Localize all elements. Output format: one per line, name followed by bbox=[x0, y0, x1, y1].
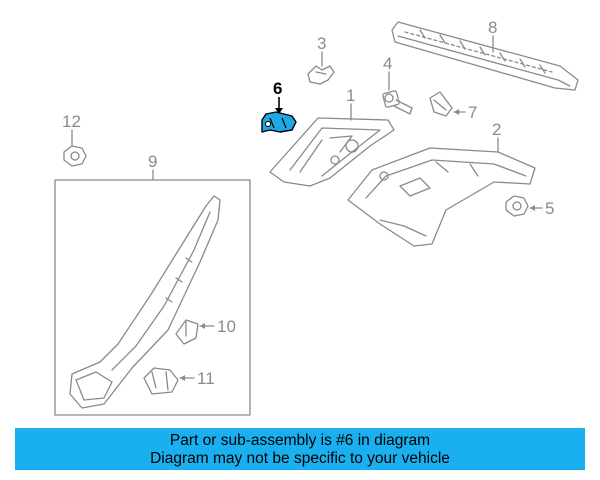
info-banner: Part or sub-assembly is #6 in diagram Di… bbox=[15, 428, 585, 470]
part-5-nut bbox=[505, 195, 529, 217]
callout-2: 2 bbox=[492, 120, 501, 139]
banner-line-1: Part or sub-assembly is #6 in diagram bbox=[169, 432, 431, 449]
callout-9: 9 bbox=[148, 152, 157, 171]
part-8-upper-trim bbox=[391, 21, 579, 91]
callout-1: 1 bbox=[346, 86, 355, 105]
part-9-pillar bbox=[69, 195, 221, 409]
part-3-clip bbox=[307, 65, 335, 85]
part-11-clip bbox=[143, 367, 179, 395]
part-7-clip bbox=[429, 91, 453, 117]
part-12-nut bbox=[63, 145, 87, 167]
part-4-bolt bbox=[382, 90, 413, 115]
part-10-clip bbox=[175, 319, 199, 345]
callout-4: 4 bbox=[383, 54, 392, 73]
part-2-quarter-trim bbox=[347, 147, 536, 247]
callout-8: 8 bbox=[488, 18, 497, 37]
callout-12: 12 bbox=[62, 112, 81, 131]
banner-line-2: Diagram may not be specific to your vehi… bbox=[150, 450, 450, 467]
callout-7: 7 bbox=[468, 103, 477, 122]
callout-11: 11 bbox=[197, 369, 215, 388]
part-1-pillar-trim bbox=[269, 117, 395, 187]
part-9-frame bbox=[54, 179, 251, 416]
callout-10: 10 bbox=[217, 317, 236, 336]
callout-5: 5 bbox=[545, 199, 554, 218]
callout-6: 6 bbox=[273, 79, 282, 98]
part-6-highlighted bbox=[261, 111, 297, 133]
callout-3: 3 bbox=[317, 34, 326, 53]
